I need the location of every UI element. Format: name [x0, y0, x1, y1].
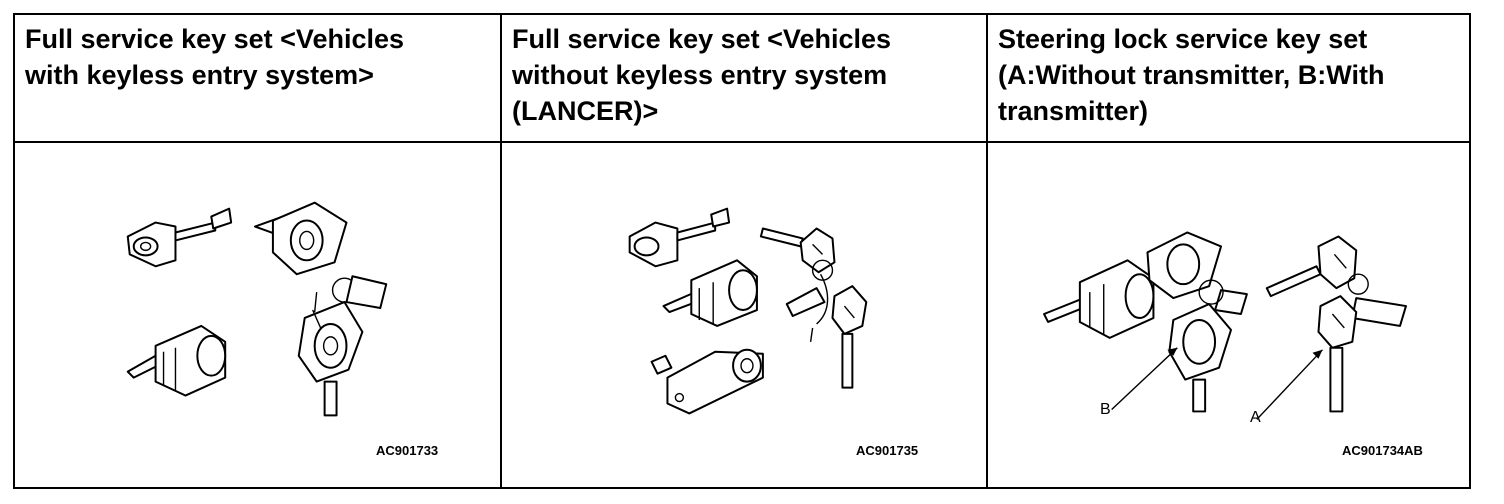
ignition-cylinder-icon [662, 259, 758, 327]
door-lock-cylinder-icon [126, 207, 233, 268]
key-set-b-icon [1146, 231, 1248, 413]
trunk-lock-cylinder-icon [650, 348, 764, 415]
door-lock-cylinder-icon [628, 207, 731, 268]
ignition-cylinder-icon [1043, 259, 1155, 339]
callout-b-leader [1111, 347, 1178, 410]
header-line: Full service key set <Vehicles [512, 24, 892, 54]
figure-code: AC901734AB [1342, 443, 1423, 458]
header-line: with keyless entry system> [25, 60, 374, 90]
column-header: Full service key set <Vehicles without k… [502, 15, 986, 143]
header-line: (LANCER)> [512, 96, 659, 126]
lancer-key-set-drawing [628, 207, 868, 415]
key-set-illustration [15, 143, 500, 487]
header-line: Full service key set <Vehicles [25, 24, 405, 54]
keyless-transmitter-key-icon [254, 201, 388, 417]
callout-b-label: B [1100, 401, 1111, 418]
header-line: without keyless entry system [512, 60, 888, 90]
column-header: Steering lock service key set (A:Without… [988, 15, 1469, 143]
ignition-cylinder-icon [126, 324, 227, 397]
key-set-illustration [502, 143, 986, 487]
lancer-keys-icon [759, 227, 868, 389]
callout-a-label: A [1250, 409, 1261, 426]
key-set-table: Full service key set <Vehicles with keyl… [13, 13, 1471, 489]
header-line: (A:Without transmitter, B:With [998, 60, 1385, 90]
callout-a-leader [1256, 349, 1323, 420]
column-full-set-keyless: Full service key set <Vehicles with keyl… [15, 15, 500, 487]
keyless-key-set-drawing [126, 201, 388, 417]
header-line: transmitter) [998, 96, 1149, 126]
figure-code: AC901733 [376, 443, 439, 458]
steering-lock-key-set-drawing [1043, 231, 1407, 420]
key-set-a-icon [1265, 235, 1407, 413]
column-header: Full service key set <Vehicles with keyl… [15, 15, 500, 143]
column-steering-lock-set: Steering lock service key set (A:Without… [986, 15, 1469, 487]
column-full-set-lancer: Full service key set <Vehicles without k… [500, 15, 986, 487]
figure-code: AC901735 [856, 443, 919, 458]
header-line: Steering lock service key set [998, 24, 1368, 54]
key-set-illustration [988, 143, 1469, 487]
